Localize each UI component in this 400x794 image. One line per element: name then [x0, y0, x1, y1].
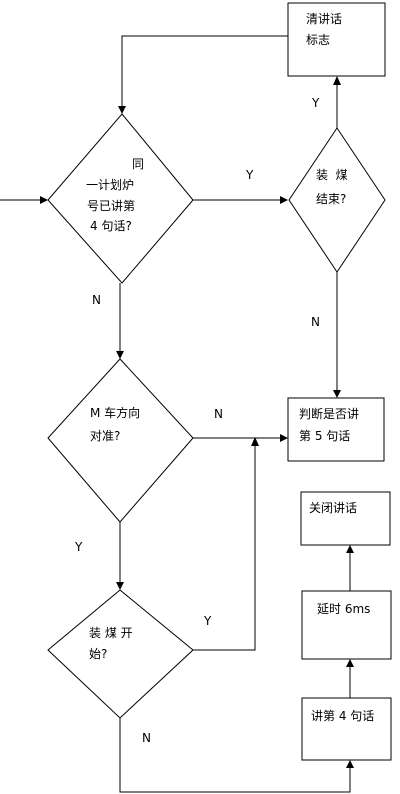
arrowhead-to-judge-from-end — [333, 390, 341, 398]
clear-flag-return-line — [121, 35, 288, 107]
loading-start-decision: 装 煤 开 始? — [47, 589, 194, 719]
clear-flag-line-1: 清讲话 — [306, 11, 342, 26]
speak-4-label: 讲第 4 句话 — [311, 708, 374, 723]
clear-flag-line-2: 标志 — [306, 33, 330, 47]
arrowhead-to-speak4 — [346, 760, 354, 768]
judge-speak-line-1: 判断是否讲 — [299, 406, 359, 421]
arrowhead-to-same-plan — [118, 106, 126, 114]
arrowhead-to-delay — [346, 659, 354, 667]
same-plan-line-2: 一计划炉 — [86, 178, 134, 192]
direction-decision: M 车方向 对准? — [47, 358, 194, 523]
same-plan-decision: 同 一计划炉 号已讲第 4 句话? — [47, 113, 194, 284]
arrowheads — [40, 76, 354, 768]
judge-speak-box: 判断是否讲 第 5 句话 — [287, 397, 385, 462]
label-direction-yes: Y — [74, 540, 83, 554]
loading-end-line-1: 装 煤 — [316, 168, 348, 182]
judge-speak-line-2: 第 5 句话 — [299, 429, 350, 443]
arrowhead-to-clear-flag — [333, 76, 341, 85]
loading-start-line-2: 始? — [89, 647, 107, 661]
label-loading-end-no: N — [311, 315, 320, 329]
loading-start-line-1: 装 煤 开 — [89, 626, 133, 640]
close-speech-box: 关闭讲话 — [300, 491, 391, 546]
direction-line-1: M 车方向 — [90, 405, 140, 420]
label-direction-no: N — [214, 407, 223, 421]
delay-label: 延时 6ms — [317, 602, 370, 616]
label-loading-start-no: N — [142, 731, 151, 745]
edge-labels: Y Y N N N Y Y N — [74, 96, 320, 745]
loading-start-yes-line — [193, 443, 256, 651]
close-speech-label: 关闭讲话 — [309, 500, 357, 515]
same-plan-line-4: 4 句话? — [90, 219, 132, 233]
loading-end-decision: 装 煤 结束? — [288, 127, 386, 273]
clear-flag-box: 清讲话 标志 — [287, 2, 386, 77]
direction-line-2: 对准? — [90, 429, 120, 443]
arrowhead-to-judge-from-start — [251, 437, 259, 446]
arrowhead-to-loading-end — [280, 196, 288, 204]
same-plan-line-1: 同 — [132, 157, 144, 171]
label-same-plan-yes: Y — [245, 168, 254, 182]
label-loading-start-yes: Y — [203, 614, 212, 628]
loading-end-line-2: 结束? — [316, 192, 346, 206]
label-loading-end-yes: Y — [311, 96, 320, 110]
loading-start-no-line — [119, 718, 351, 793]
delay-box: 延时 6ms — [301, 590, 392, 660]
arrowhead-to-direction — [116, 351, 124, 359]
speak-4-box: 讲第 4 句话 — [301, 697, 392, 761]
same-plan-line-3: 号已讲第 — [87, 198, 135, 213]
label-same-plan-no: N — [92, 293, 101, 307]
arrowhead-to-loading-start — [116, 582, 124, 590]
arrowhead-entry — [40, 196, 48, 204]
connectors — [0, 35, 351, 793]
arrowhead-to-judge-from-direction — [280, 434, 288, 442]
arrowhead-to-close — [346, 545, 354, 553]
